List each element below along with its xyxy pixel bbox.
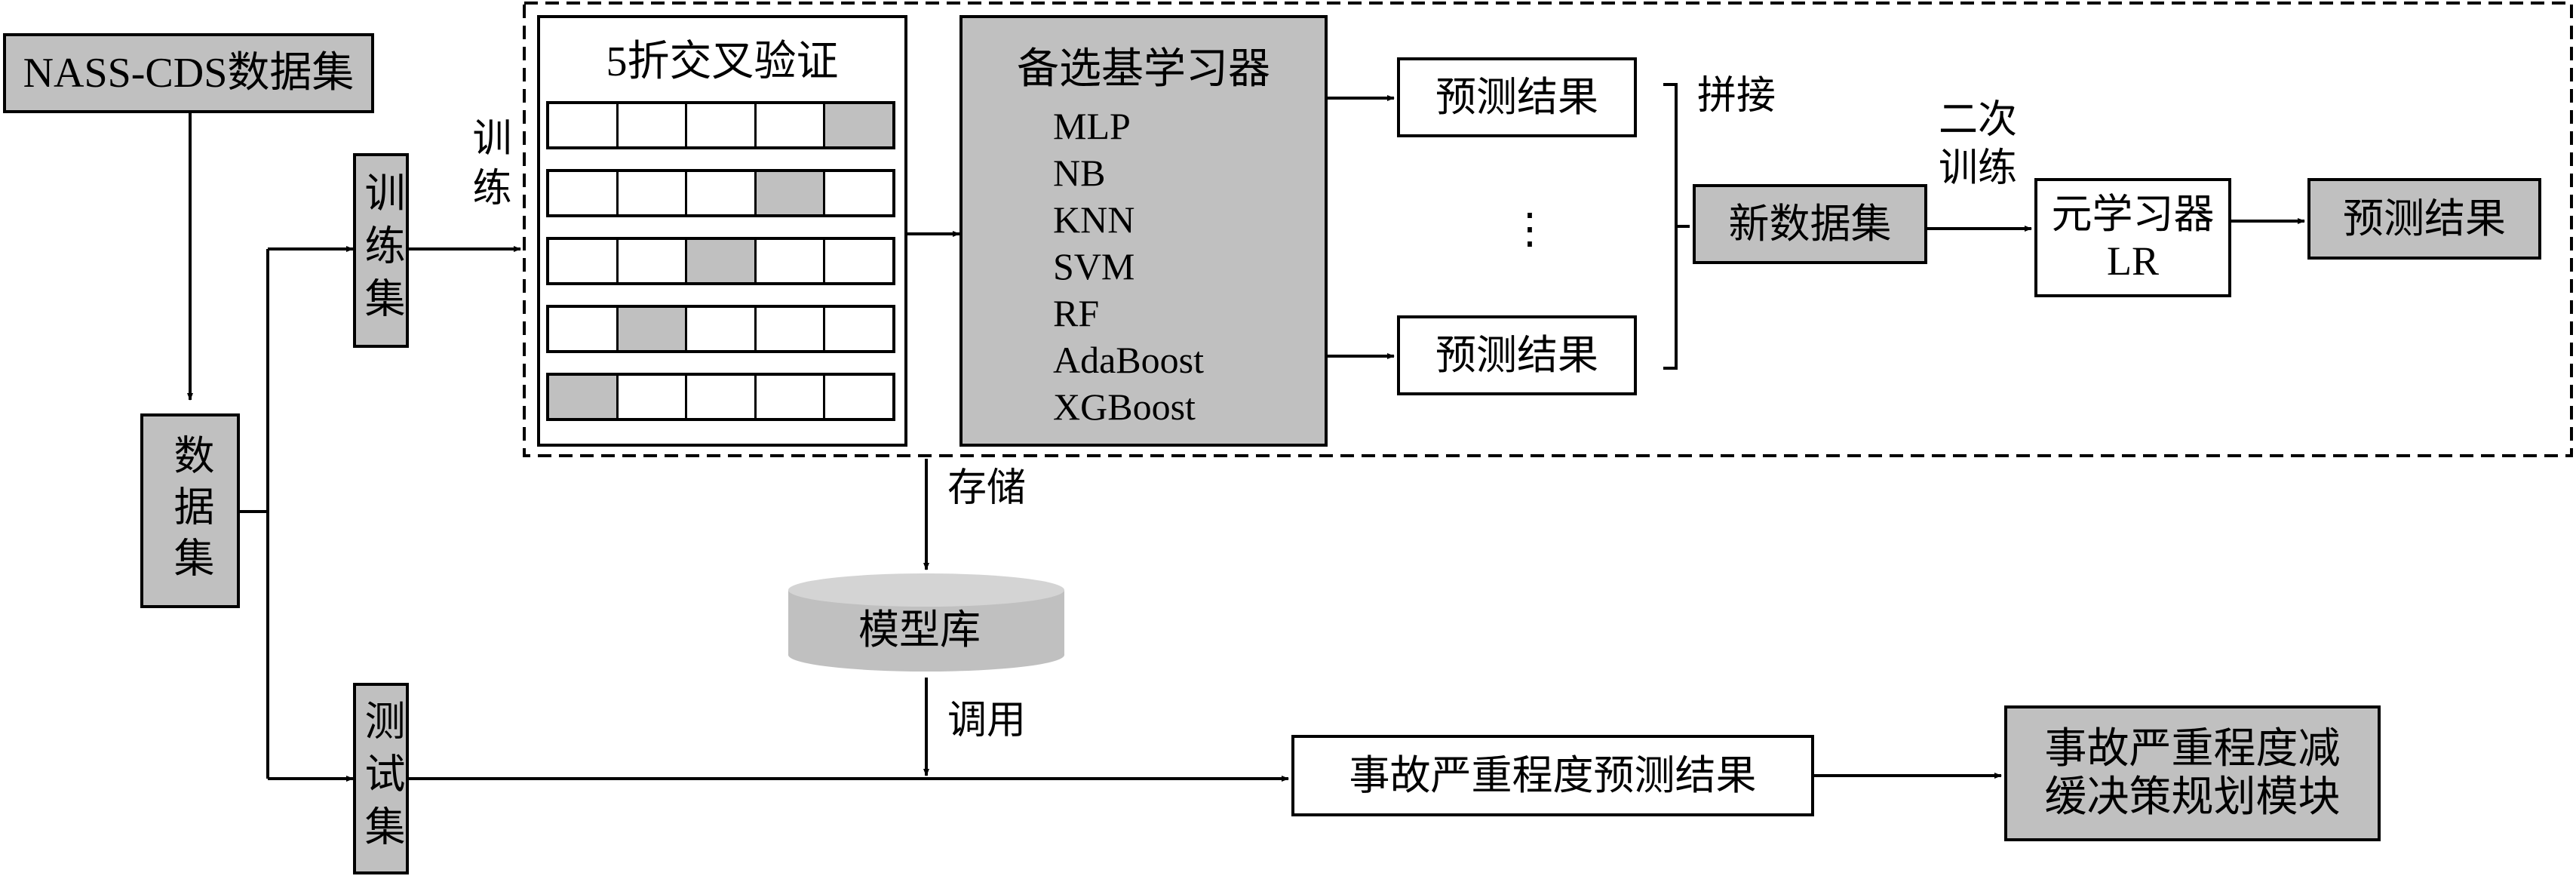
- cv-train-cell: [549, 308, 619, 350]
- secondary-training-line-1: 二次: [1939, 99, 2018, 142]
- source-dataset-box: NASS-CDS数据集: [3, 33, 374, 113]
- cv-train-cell: [825, 308, 892, 350]
- prediction-box-bottom: 预测结果: [1397, 315, 1637, 395]
- secondary-training-line-2: 训练: [1939, 147, 2018, 190]
- cv-train-cell: [687, 376, 757, 418]
- base-learner-list: MLP NB KNN SVM RF AdaBoost XGBoost: [1053, 103, 1204, 430]
- train-set-label: 训练集: [358, 171, 404, 330]
- cv-train-cell: [619, 104, 688, 146]
- dataset-box: 数据集: [140, 413, 240, 608]
- cv-validation-cell: [549, 376, 619, 418]
- cv-fold-row-4: [546, 305, 895, 353]
- meta-learner-model: LR: [2106, 238, 2159, 284]
- severity-result-box: 事故严重程度预测结果: [1291, 735, 1814, 816]
- prediction-label-top: 预测结果: [1435, 74, 1598, 120]
- cv-train-cell: [757, 376, 826, 418]
- model-adaboost: AdaBoost: [1053, 339, 1204, 382]
- cv-train-cell: [619, 172, 688, 214]
- cv-train-cell: [549, 104, 619, 146]
- prediction-box-top: 预测结果: [1397, 57, 1637, 137]
- secondary-training-label: 二次 训练: [1939, 97, 2017, 193]
- cv-train-cell: [757, 308, 826, 350]
- model-xgboost: XGBoost: [1053, 386, 1196, 429]
- test-set-label: 测试集: [358, 699, 404, 858]
- cv-fold-row-3: [546, 237, 895, 285]
- cv-train-cell: [825, 376, 892, 418]
- stacking-frame: [523, 2, 2573, 457]
- cv-train-cell: [825, 172, 892, 214]
- cv-validation-cell: [618, 308, 688, 350]
- cv-validation-cell: [825, 104, 892, 146]
- cv-title: 5折交叉验证: [606, 38, 839, 85]
- cv-validation-cell: [687, 240, 757, 282]
- cv-fold-row-2: [546, 169, 895, 217]
- model-nb: NB: [1053, 152, 1106, 195]
- final-prediction-label: 预测结果: [2343, 195, 2506, 241]
- prediction-label-bottom: 预测结果: [1435, 332, 1598, 378]
- prediction-ellipsis: ⋮: [1509, 206, 1551, 253]
- cv-train-cell: [825, 240, 892, 282]
- cv-train-cell: [549, 240, 619, 282]
- model-library-label: 模型库: [858, 607, 981, 653]
- base-learners-title: 备选基学习器: [1017, 46, 1270, 93]
- test-set-box: 测试集: [353, 683, 409, 874]
- model-svm: SVM: [1053, 245, 1135, 288]
- source-dataset-label: NASS-CDS数据集: [23, 49, 355, 97]
- cv-train-cell: [687, 172, 757, 214]
- model-knn: KNN: [1053, 198, 1135, 241]
- dataset-label: 数据集: [167, 434, 213, 588]
- meta-learner-title: 元学习器: [2051, 191, 2215, 237]
- train-set-box: 训练集: [353, 153, 409, 348]
- cv-fold-row-5: [546, 373, 895, 421]
- cv-train-cell: [619, 240, 688, 282]
- cv-train-cell: [757, 104, 826, 146]
- train-arrow-label: 训练: [466, 117, 509, 217]
- cv-train-cell: [757, 240, 826, 282]
- mitigation-line-2: 缓决策规划模块: [2044, 774, 2341, 821]
- model-rf: RF: [1053, 292, 1100, 335]
- concat-label: 拼接: [1697, 75, 1776, 118]
- cv-train-cell: [687, 308, 757, 350]
- cv-validation-cell: [756, 172, 826, 214]
- concat-bracket: [1663, 83, 1690, 370]
- new-dataset-box: 新数据集: [1693, 184, 1927, 264]
- severity-result-label: 事故严重程度预测结果: [1349, 752, 1757, 798]
- meta-learner-box: 元学习器 LR: [2034, 178, 2231, 297]
- cv-train-cell: [619, 376, 688, 418]
- cv-train-cell: [687, 104, 757, 146]
- new-dataset-label: 新数据集: [1728, 201, 1892, 247]
- base-learners-box: 备选基学习器 MLP NB KNN SVM RF AdaBoost XGBoos…: [959, 15, 1328, 447]
- mitigation-module-box: 事故严重程度减 缓决策规划模块: [2004, 705, 2381, 841]
- cv-fold-row-1: [546, 101, 895, 149]
- cv-train-cell: [549, 172, 619, 214]
- model-library-cylinder: [788, 573, 1064, 672]
- final-prediction-box: 预测结果: [2307, 178, 2541, 260]
- mitigation-line-1: 事故严重程度减: [2044, 725, 2341, 773]
- model-mlp: MLP: [1053, 105, 1131, 148]
- call-label: 调用: [947, 699, 1027, 742]
- store-label: 存储: [947, 467, 1027, 510]
